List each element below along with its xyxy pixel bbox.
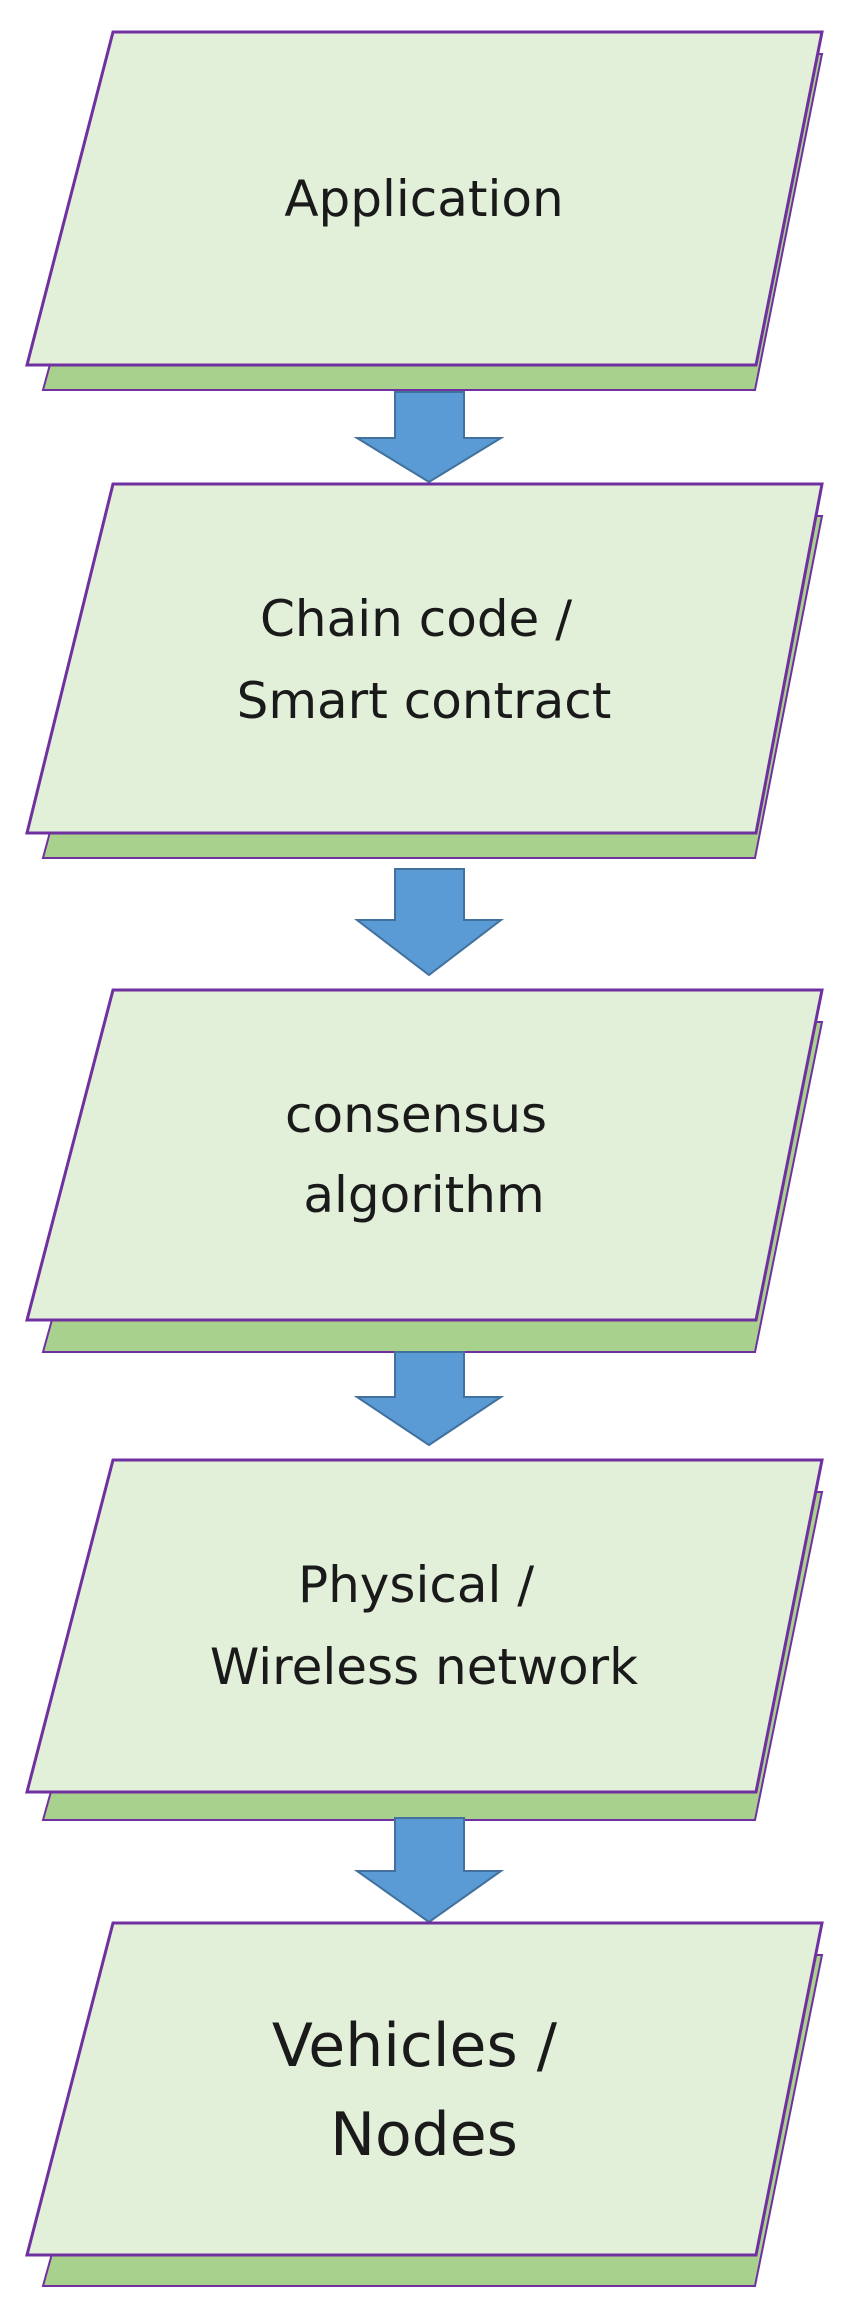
layer-network-label-line-1: Physical /	[298, 1556, 534, 1614]
layer-consensus: consensus algorithm	[25, 988, 824, 1353]
layer-smart-contract-box	[25, 482, 824, 835]
down-arrow-4	[353, 1817, 505, 1924]
layer-nodes-label-line-2: Nodes	[330, 2100, 518, 2170]
layer-smart-contract-label-line-2: Smart contract	[237, 672, 612, 730]
layer-network-box	[25, 1458, 824, 1794]
svg-text:Vehicles / Nodes: Vehicles / Nodes	[272, 2011, 576, 2170]
svg-text:Physical / Wireless netw: Physical / Wireless network	[210, 1556, 638, 1696]
layer-nodes-label-line-1: Vehicles /	[272, 2011, 558, 2081]
down-arrow-1	[353, 391, 505, 484]
svg-text:Application: Application	[284, 170, 563, 228]
layer-application: Application	[25, 30, 824, 391]
down-arrow-3	[353, 1351, 505, 1447]
layer-nodes: Vehicles / Nodes	[25, 1921, 824, 2287]
svg-text:Chain code / Smart contr: Chain code / Smart contract	[237, 590, 612, 730]
layer-consensus-box	[25, 988, 824, 1322]
layer-consensus-label-line-1: consensus	[285, 1086, 547, 1144]
layer-application-box	[25, 30, 824, 367]
layer-smart-contract-label-line-1: Chain code /	[260, 590, 572, 648]
svg-text:consensus algorithm: consensus algorithm	[285, 1086, 563, 1224]
down-arrow-2	[354, 868, 504, 977]
layer-nodes-box	[25, 1921, 824, 2257]
layer-network: Physical / Wireless network	[25, 1458, 824, 1821]
layer-consensus-label-line-2: algorithm	[303, 1166, 544, 1224]
layer-smart-contract: Chain code / Smart contract	[25, 482, 824, 859]
layer-network-label-line-2: Wireless network	[210, 1638, 638, 1696]
layer-application-label: Application	[284, 170, 563, 228]
